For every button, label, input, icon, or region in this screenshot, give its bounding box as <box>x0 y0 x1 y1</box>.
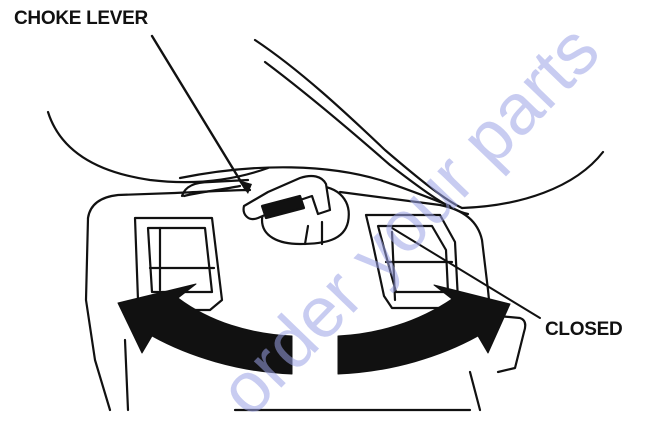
choke-lever-label: CHOKE LEVER <box>14 8 148 29</box>
left-rotation-arrow <box>117 283 293 375</box>
choke-lever-pointer-line <box>150 34 248 192</box>
tank-edge-right <box>460 150 605 210</box>
cover-plate-outline <box>86 188 494 332</box>
cover-plate-right-lip <box>496 314 527 374</box>
choke-lever-tab <box>260 194 306 220</box>
right-rotation-arrow <box>337 284 511 375</box>
cover-plate-left-edge <box>84 216 112 412</box>
cover-plate-right-lower <box>468 370 482 412</box>
closed-pointer-line <box>391 227 541 319</box>
right-slot-detail <box>384 230 454 302</box>
choke-linkage <box>180 178 250 198</box>
pointer-arrowhead <box>238 180 252 194</box>
tank-rim <box>178 166 452 208</box>
left-slot-detail <box>148 226 216 292</box>
lever-shaft <box>303 220 324 246</box>
closed-label: CLOSED <box>545 319 623 340</box>
watermark-text: order your parts <box>204 10 615 429</box>
cover-plate-left-inner <box>123 338 130 412</box>
tank-curve-outer <box>253 38 464 210</box>
